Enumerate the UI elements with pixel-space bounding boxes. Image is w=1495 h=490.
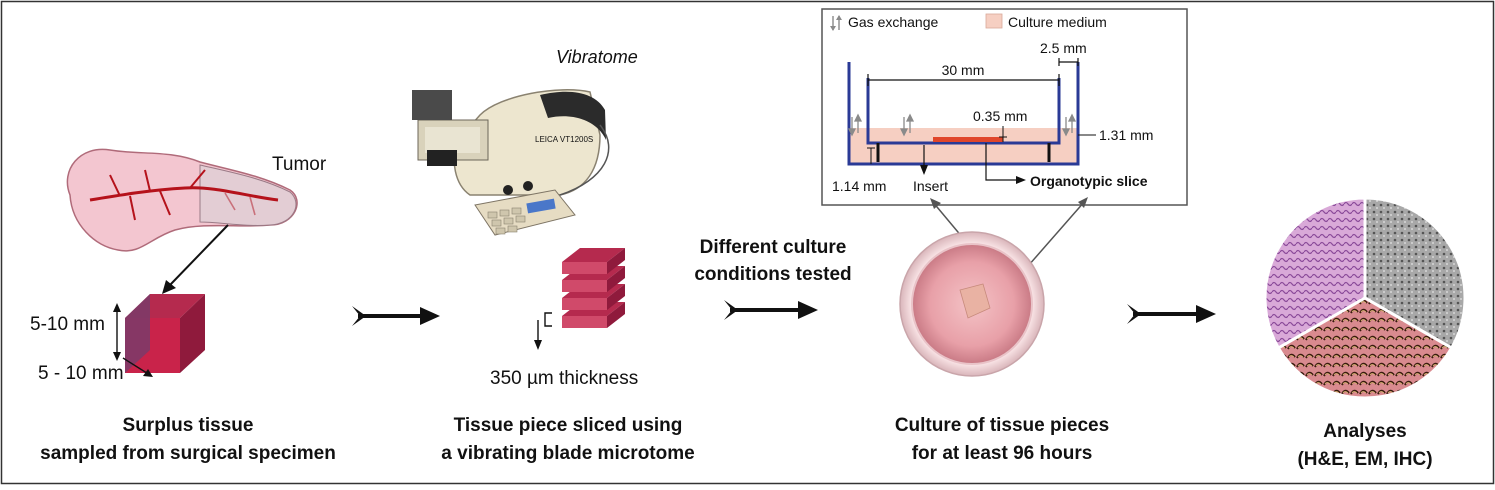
outer-dish-wall — [847, 62, 1080, 166]
step2-caption-line2: a vibrating blade microtome — [441, 443, 694, 464]
flow-arrow-1 — [352, 306, 440, 326]
em-sector — [1363, 196, 1467, 351]
insert-label: Insert — [913, 178, 948, 194]
flow-arrow-2 — [724, 300, 818, 320]
step3-caption-line1: Culture of tissue pieces — [895, 415, 1109, 436]
flow-arrow-3 — [1127, 304, 1216, 324]
dim-slice-label: 0.35 mm — [973, 108, 1027, 124]
specimen-arrow — [169, 224, 229, 286]
legend-medium-label: Culture medium — [1008, 14, 1107, 30]
cube-depth-label: 5 - 10 mm — [38, 363, 124, 384]
cube-height-label: 5-10 mm — [30, 314, 105, 335]
tissue-cube — [125, 294, 205, 373]
transition-line2: conditions tested — [694, 264, 851, 285]
dim-width-label: 30 mm — [942, 62, 985, 78]
step2-caption-line1: Tissue piece sliced using — [454, 415, 683, 436]
step-culture: Culture of tissue pieces for at least 96… — [895, 197, 1109, 464]
insert-wall — [866, 78, 1061, 145]
vibratome-brand: LEICA VT1200S — [535, 135, 593, 144]
vibratome-label: Vibratome — [556, 47, 638, 67]
dim-gap-label: 2.5 mm — [1040, 40, 1087, 56]
step1-caption-line2: sampled from surgical specimen — [40, 443, 336, 464]
step1-caption-line1: Surplus tissue — [123, 415, 254, 436]
tissue-piece — [959, 283, 991, 319]
step4-caption-line2: (H&E, EM, IHC) — [1297, 449, 1432, 470]
step4-caption-line1: Analyses — [1323, 421, 1406, 442]
organotypic-slice — [933, 137, 1003, 142]
legend-medium: Culture medium — [985, 13, 1107, 30]
legend-gas-label: Gas exchange — [848, 14, 938, 30]
pancreas-illustration — [66, 148, 298, 252]
tissue-slices — [562, 248, 625, 328]
slice-label: Organotypic slice — [1030, 173, 1148, 189]
dim-feet-label: 1.14 mm — [832, 178, 886, 194]
step-slicing: Vibratome LEICA VT1200S — [412, 47, 695, 464]
he-stain-sector — [1263, 196, 1367, 351]
thickness-label: 350 µm thickness — [490, 368, 638, 389]
dim-medium-label: 1.31 mm — [1099, 127, 1153, 143]
step3-caption-line2: for at least 96 hours — [912, 443, 1093, 464]
culture-medium — [849, 128, 1078, 164]
tumor-label: Tumor — [272, 154, 327, 175]
vibratome-illustration: LEICA VT1200S — [412, 89, 610, 236]
inset-frame — [821, 8, 1188, 206]
step-surplus-tissue: Tumor 5-10 mm 5 - 10 mm Surplus tissue s… — [30, 148, 336, 464]
step-analyses: Analyses (H&E, EM, IHC) — [1263, 196, 1467, 470]
transition-line1: Different culture — [700, 237, 847, 258]
culture-insert-inset: Gas exchange Culture medium 30 mm — [821, 8, 1188, 206]
ihc-sector — [1276, 296, 1454, 400]
legend-gas: Gas exchange — [830, 14, 938, 31]
